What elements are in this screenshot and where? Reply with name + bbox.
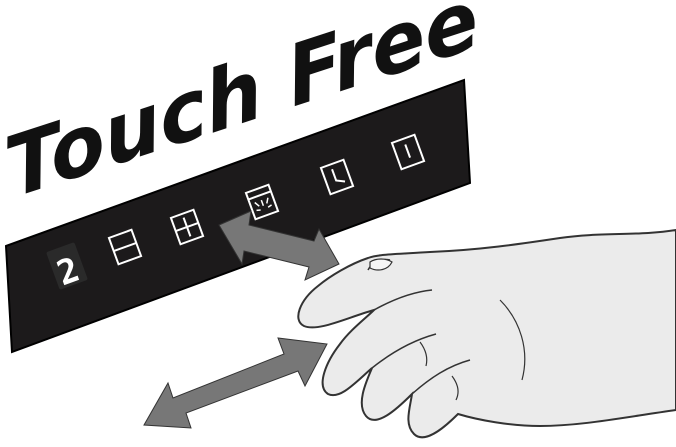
hand-shape [298,230,676,437]
gesture-arrow-lower [144,338,327,428]
hand-illustration [298,230,676,437]
